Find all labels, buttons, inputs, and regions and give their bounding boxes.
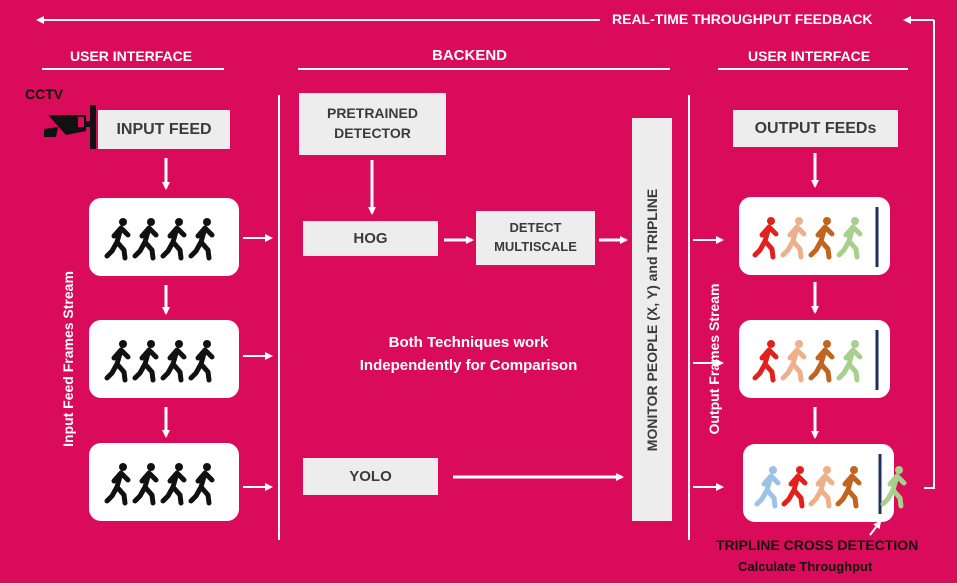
walking-person-icon xyxy=(752,340,779,383)
walking-person-icon xyxy=(808,466,835,509)
cctv-label: CCTV xyxy=(25,86,64,102)
walking-person-icon xyxy=(188,340,215,383)
walking-person-icon xyxy=(808,340,835,383)
feedback-label: REAL-TIME THROUGHPUT FEEDBACK xyxy=(612,11,873,27)
walking-person-icon xyxy=(160,463,187,506)
input-frame-3 xyxy=(89,443,239,521)
monitor-people-box: MONITOR PEOPLE (X, Y) and TRIPLINE xyxy=(632,118,672,521)
walking-person-icon xyxy=(752,217,779,260)
section-title-right-ui: USER INTERFACE xyxy=(748,48,871,64)
pretrained-detector-box: PRETRAINED DETECTOR xyxy=(299,93,446,155)
walking-person-icon xyxy=(104,218,131,261)
section-title-left-ui: USER INTERFACE xyxy=(70,48,193,64)
comparison-note: Both Techniques work Independently for C… xyxy=(359,334,578,375)
walking-person-icon xyxy=(780,217,807,260)
yolo-box: YOLO xyxy=(303,458,438,495)
walking-person-icon xyxy=(836,217,863,260)
tripline-subtitle: Calculate Throughput xyxy=(738,559,873,574)
walking-person-icon xyxy=(780,340,807,383)
input-feed-box: INPUT FEED xyxy=(98,110,230,149)
walking-person-icon xyxy=(836,340,863,383)
walking-person-icon xyxy=(188,463,215,506)
walking-person-icon xyxy=(132,340,159,383)
input-stream-label: Input Feed Frames Stream xyxy=(60,271,76,447)
walking-person-icon xyxy=(160,340,187,383)
walking-person-icon xyxy=(104,463,131,506)
input-frame-2 xyxy=(89,320,239,398)
walking-person-icon xyxy=(160,218,187,261)
output-frame-3 xyxy=(743,444,907,522)
detect-multiscale-box: DETECT MULTISCALE xyxy=(476,211,595,265)
walking-person-icon xyxy=(188,218,215,261)
monitor-people-label: MONITOR PEOPLE (X, Y) and TRIPLINE xyxy=(644,188,660,451)
output-frame-2 xyxy=(739,320,890,398)
input-frame-1 xyxy=(89,198,239,276)
walking-person-icon xyxy=(132,463,159,506)
tripline-title: TRIPLINE CROSS DETECTION xyxy=(716,537,919,553)
arrow-tripline-pointer xyxy=(869,520,882,536)
walking-person-icon xyxy=(754,466,781,509)
walking-person-icon xyxy=(132,218,159,261)
walking-person-icon xyxy=(880,466,907,509)
walking-person-icon xyxy=(835,466,862,509)
walking-person-icon xyxy=(808,217,835,260)
section-title-backend: BACKEND xyxy=(432,47,507,64)
cctv-camera-icon xyxy=(44,105,96,149)
walking-person-icon xyxy=(104,340,131,383)
hog-box: HOG xyxy=(303,221,438,256)
output-feeds-box: OUTPUT FEEDs xyxy=(733,110,898,147)
output-frame-1 xyxy=(739,197,890,275)
feedback-loop-arrow xyxy=(924,20,935,489)
walking-person-icon xyxy=(781,466,808,509)
output-stream-label: Output Frames Stream xyxy=(706,283,722,435)
